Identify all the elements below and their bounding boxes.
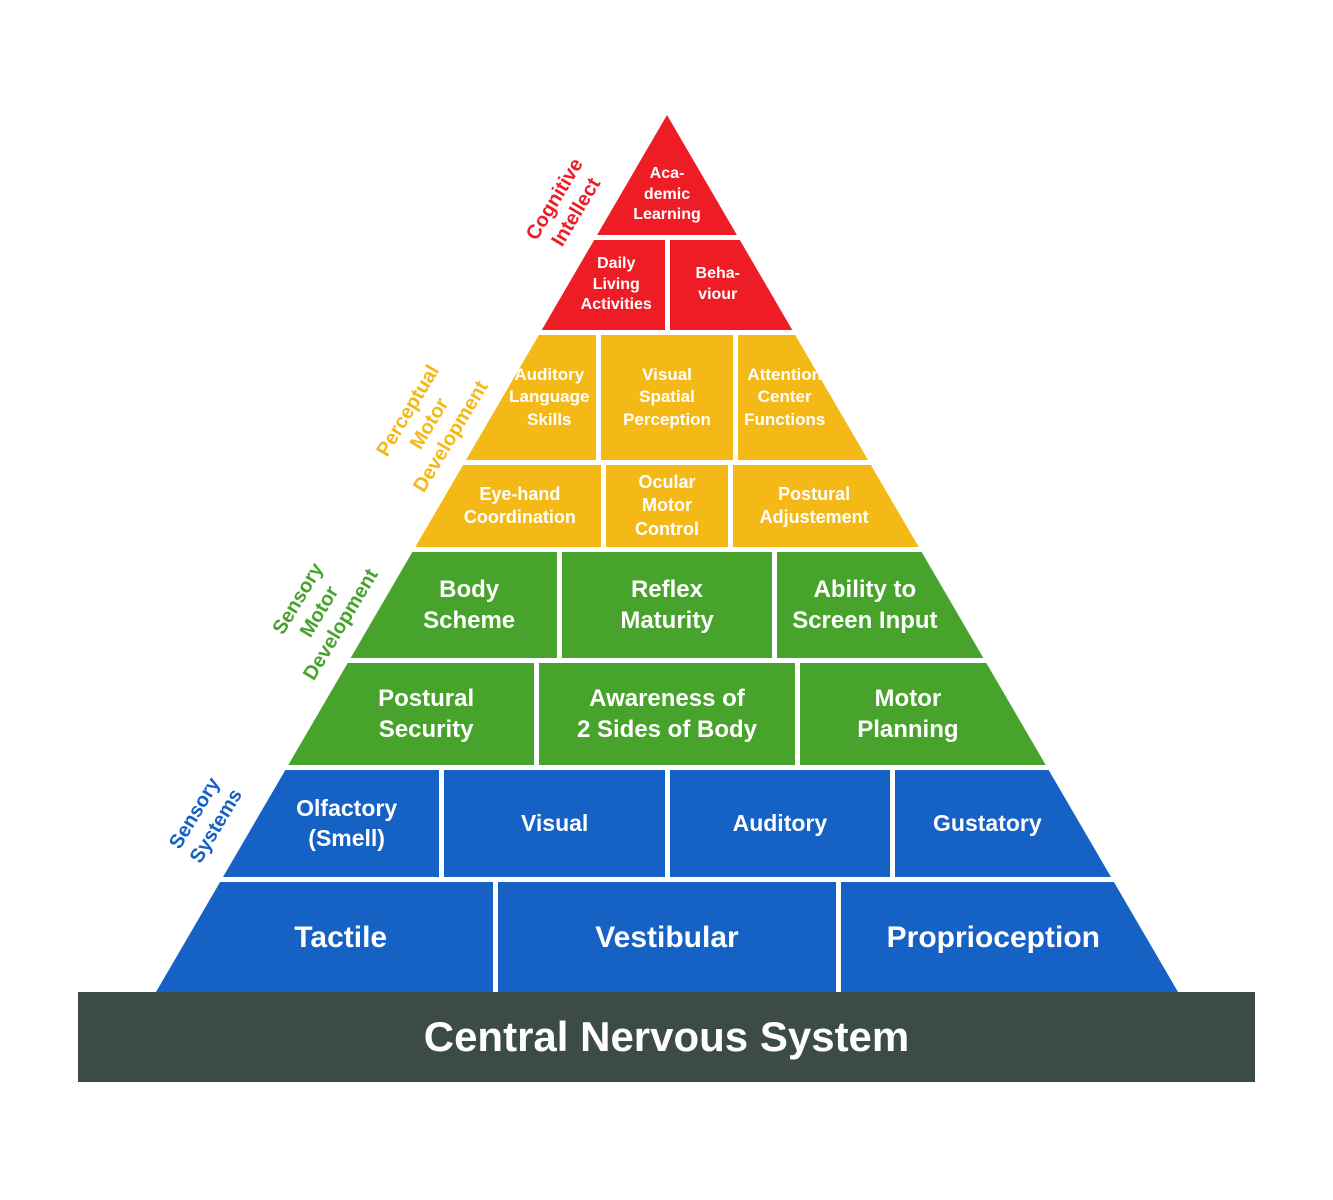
cell-eye-hand-coordination: Eye-hand Coordination	[156, 465, 601, 547]
cell-behaviour: Beha- viour	[669, 240, 1178, 330]
cell-ability-to-screen-input: Ability to Screen Input	[776, 552, 1178, 658]
cell-proprioception: Proprioception	[840, 882, 1178, 992]
row-perceptual-2: Eye-hand Coordination Ocular Motor Contr…	[156, 465, 1178, 547]
cns-title: Central Nervous System	[423, 1013, 910, 1060]
cell-postural-adjustement: Postural Adjustement	[733, 465, 1178, 547]
cell-gustatory: Gustatory	[894, 770, 1178, 877]
cell-auditory: Auditory	[670, 770, 890, 877]
side-label-sensory-systems: Sensory Systems	[165, 773, 247, 868]
cell-awareness-two-sides-of-body: Awareness of 2 Sides of Body	[539, 663, 795, 765]
cell-motor-planning: Motor Planning	[799, 663, 1178, 765]
cell-postural-security: Postural Security	[156, 663, 535, 765]
cell-visual: Visual	[444, 770, 666, 877]
pyramid: Aca- demic Learning Daily Living Activit…	[156, 115, 1178, 992]
cell-reflex-maturity: Reflex Maturity	[562, 552, 772, 658]
row-sensory-systems-1: Olfactory (Smell) Visual Auditory Gustat…	[156, 770, 1178, 877]
row-cognitive-2: Daily Living Activities Beha- viour	[156, 240, 1178, 330]
row-cognitive-1: Aca- demic Learning	[156, 115, 1178, 235]
cell-tactile: Tactile	[156, 882, 494, 992]
row-sensory-systems-2: Tactile Vestibular Proprioception	[156, 882, 1178, 992]
cell-attention-center-functions: Attention Center Functions	[738, 335, 1178, 460]
cns-base-bar: Central Nervous System	[78, 992, 1255, 1082]
cell-vestibular: Vestibular	[498, 882, 836, 992]
row-perceptual-1: Auditory Language Skills Visual Spatial …	[156, 335, 1178, 460]
cell-ocular-motor-control: Ocular Motor Control	[605, 465, 729, 547]
cell-academic-learning: Aca- demic Learning	[156, 115, 1178, 235]
cell-daily-living-activities: Daily Living Activities	[156, 240, 665, 330]
cell-visual-spatial-perception: Visual Spatial Perception	[600, 335, 734, 460]
